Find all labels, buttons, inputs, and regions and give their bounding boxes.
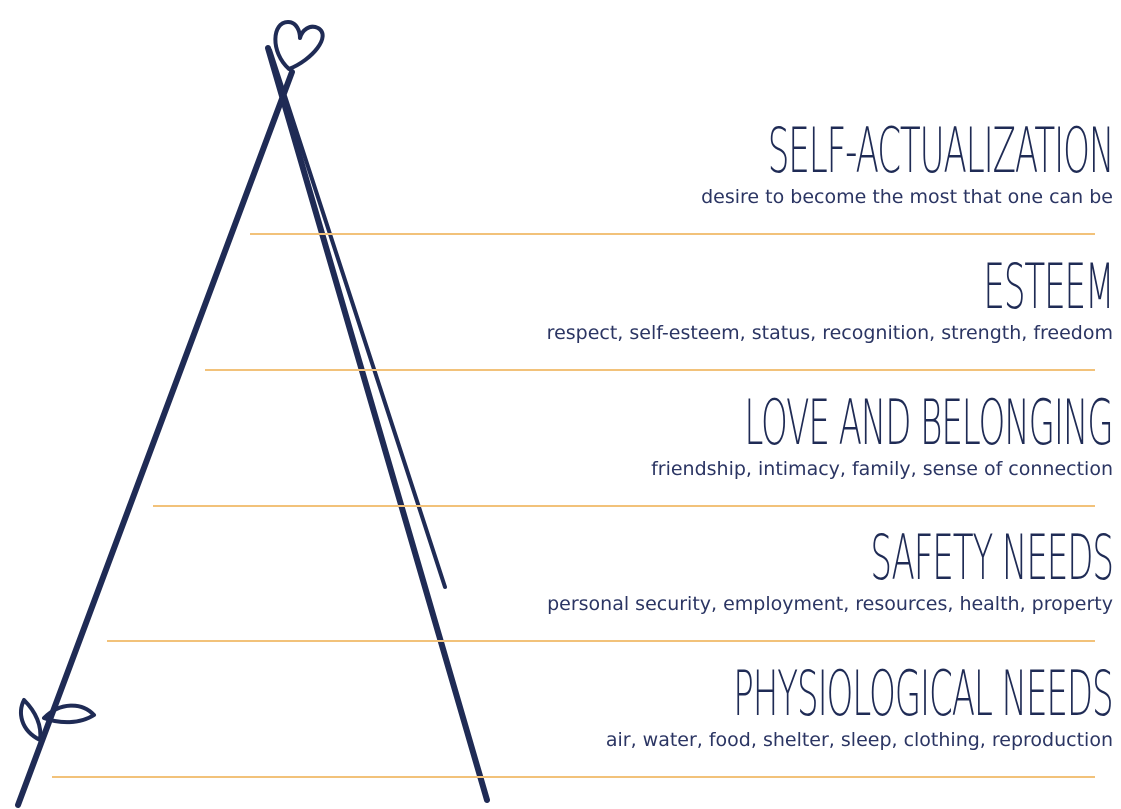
divider-physiological [52, 776, 1095, 778]
level-love-belonging: LOVE AND BELONGING friendship, intimacy,… [443, 386, 1114, 480]
heart-icon [273, 20, 325, 71]
level-title: ESTEEM [983, 250, 1114, 323]
level-title: SELF-ACTUALIZATION [767, 114, 1114, 187]
inner-pole [268, 48, 447, 589]
level-description: personal security, employment, resources… [547, 593, 1113, 615]
level-safety-needs: SAFETY NEEDS personal security, employme… [547, 521, 1114, 615]
level-esteem: ESTEEM respect, self-esteem, status, rec… [546, 250, 1114, 344]
level-description: air, water, food, shelter, sleep, clothi… [605, 729, 1113, 751]
divider-self-actualization [250, 233, 1095, 235]
leaf-icon-right [42, 703, 96, 725]
divider-safety [107, 640, 1095, 642]
left-pole [15, 69, 295, 808]
divider-love-belonging [153, 505, 1095, 507]
level-title: PHYSIOLOGICAL NEEDS [733, 657, 1114, 730]
right-pole [265, 45, 490, 803]
level-title: SAFETY NEEDS [870, 521, 1114, 594]
level-physiological-needs: PHYSIOLOGICAL NEEDS air, water, food, sh… [423, 657, 1114, 751]
level-self-actualization: SELF-ACTUALIZATION desire to become the … [485, 114, 1114, 208]
level-title: LOVE AND BELONGING [744, 386, 1114, 459]
divider-esteem [205, 369, 1095, 371]
level-description: friendship, intimacy, family, sense of c… [651, 458, 1113, 480]
level-description: respect, self-esteem, status, recognitio… [546, 322, 1113, 344]
level-description: desire to become the most that one can b… [701, 186, 1113, 208]
leaf-icon [19, 698, 43, 742]
